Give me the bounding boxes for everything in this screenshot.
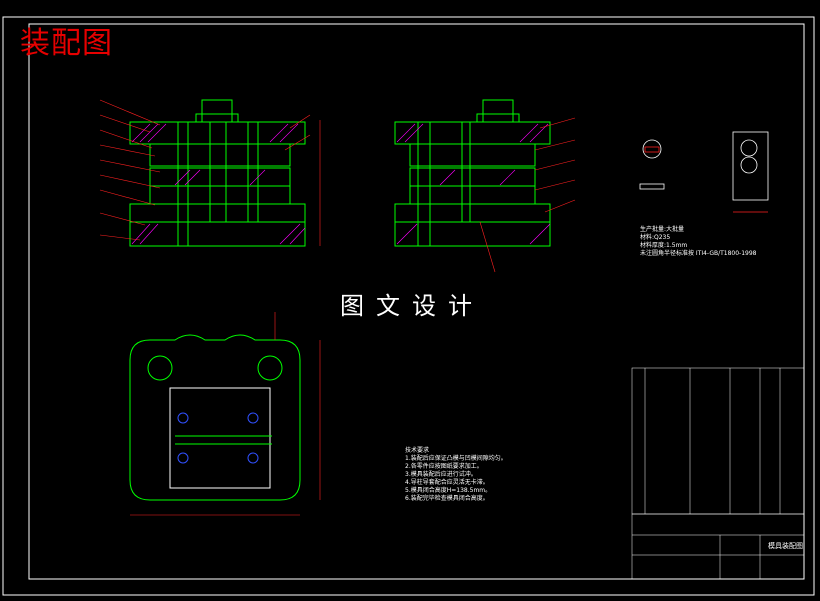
title-block-drawing-name: 模具装配图 — [768, 542, 803, 550]
tech-req-item: 6.装配完毕检查模具闭合高度。 — [405, 495, 489, 502]
side-section-view — [394, 99, 551, 247]
parts-list-grid — [631, 367, 805, 580]
front-section-view — [129, 99, 306, 247]
part-notes: 生产批量:大批量 材料:Q235 材料厚度:1.5mm 未注圆角半径标准按 IT… — [640, 226, 756, 258]
tech-req-title: 技术要求 — [405, 447, 430, 454]
part-sketches — [639, 131, 769, 213]
side-section-hatch — [396, 123, 551, 245]
tech-req-item: 4.导柱导套配合应灵活无卡滞。 — [405, 479, 489, 486]
plan-view-holes — [177, 412, 259, 464]
tech-req-item: 1.装配后应保证凸模与凹模间隙均匀。 — [405, 455, 507, 462]
plan-view-dims — [130, 312, 321, 516]
tech-req-item: 2.各零件应按图纸要求加工。 — [405, 463, 483, 470]
side-leader-lines — [479, 117, 576, 273]
drawing-stamp: 装配图 — [20, 26, 113, 61]
tech-req-item: 3.模具装配后应进行试冲。 — [405, 471, 477, 478]
outer-border — [2, 16, 815, 596]
part-note-line: 未注圆角半径标准按 ITI4-GB/T1800-1998 — [640, 250, 757, 257]
watermark-text: 图文设计 — [340, 292, 484, 320]
plan-view — [129, 334, 301, 501]
part-note-line: 生产批量:大批量 — [640, 226, 685, 233]
tech-requirements: 技术要求 1.装配后应保证凸模与凹模间隙均匀。 2.各零件应按图纸要求加工。 3… — [405, 447, 507, 503]
tech-req-item: 5.模具闭合高度H=138.5mm。 — [405, 487, 492, 494]
part-note-line: 材料厚度:1.5mm — [640, 242, 688, 249]
inner-border — [28, 23, 805, 580]
front-leader-lines — [99, 99, 321, 246]
front-section-hatch — [131, 123, 306, 245]
part-note-line: 材料:Q235 — [640, 234, 671, 241]
